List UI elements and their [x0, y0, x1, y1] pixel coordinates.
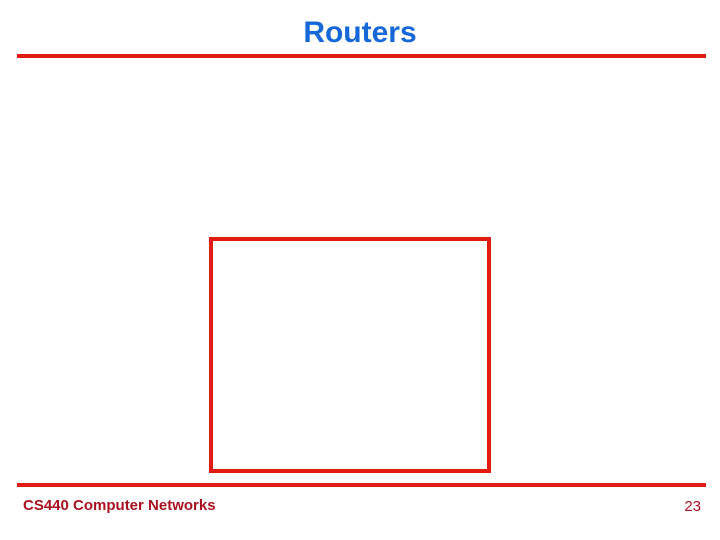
- content-placeholder-box: [209, 237, 491, 473]
- content-placeholder-body: [213, 241, 487, 469]
- header-divider: [17, 54, 706, 58]
- footer-course-label: CS440 Computer Networks: [23, 497, 216, 514]
- page-title: Routers: [303, 16, 417, 49]
- footer-divider: [17, 483, 706, 487]
- footer-page-number: 23: [684, 498, 701, 515]
